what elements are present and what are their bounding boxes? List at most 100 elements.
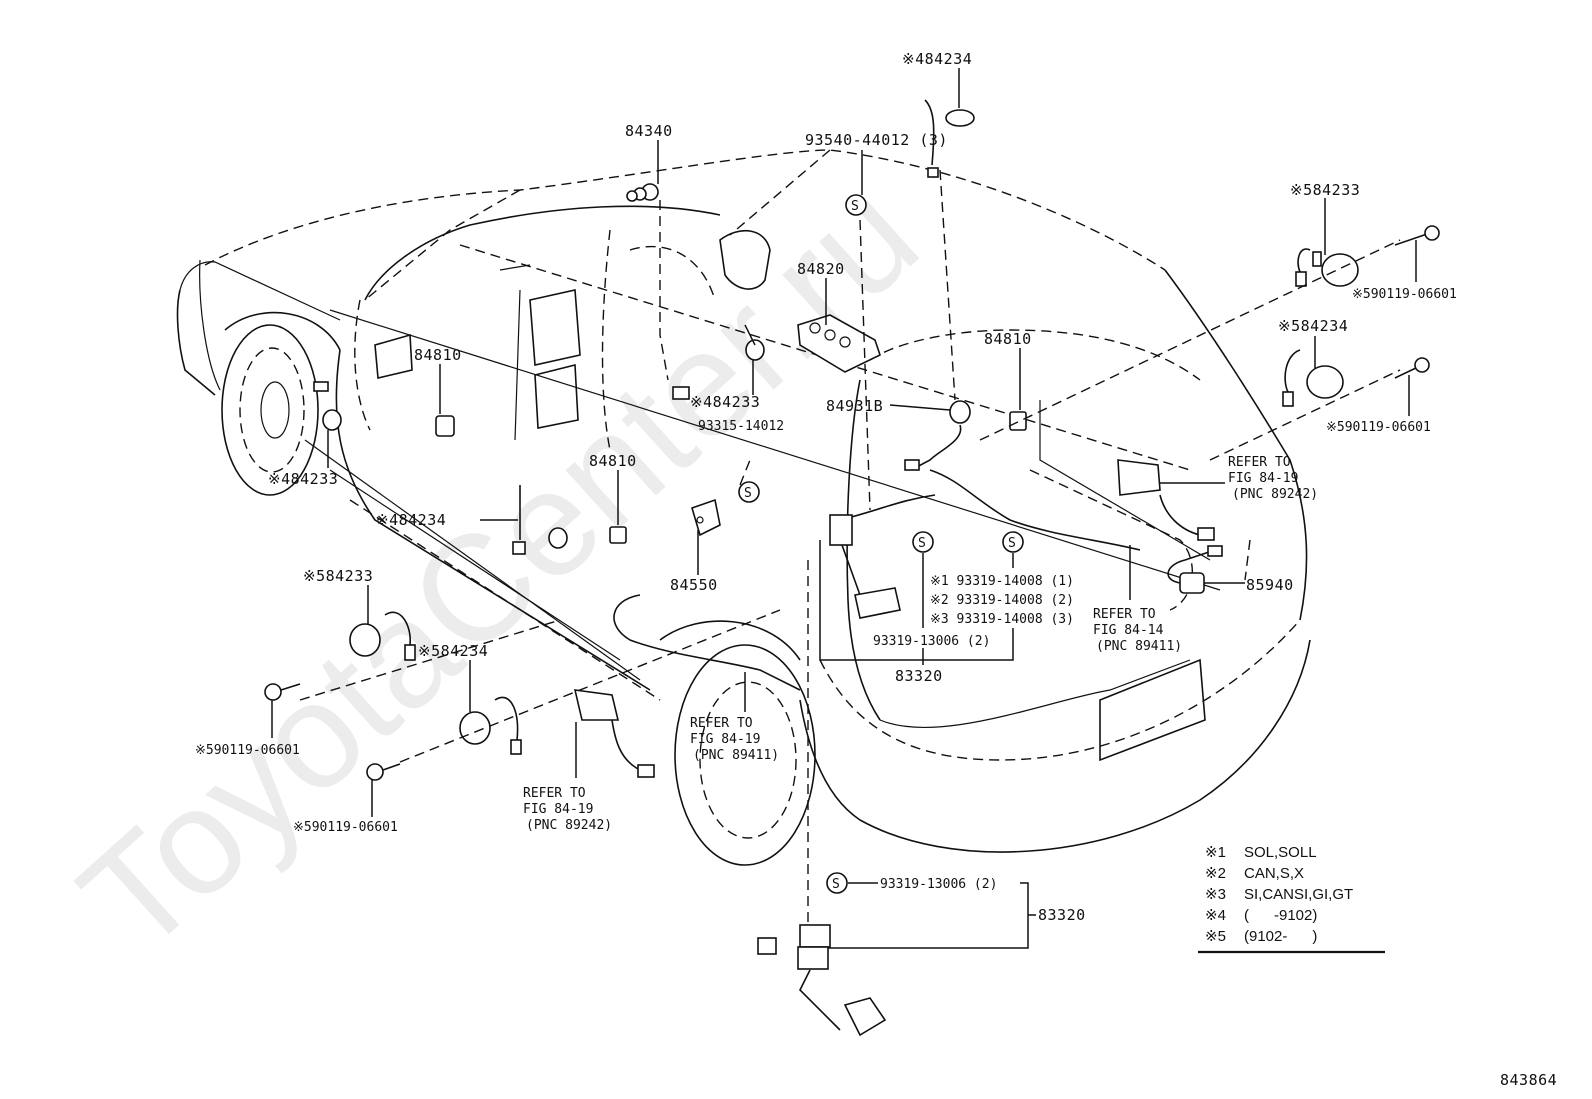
svg-text:(PNC 89411): (PNC 89411) <box>1096 639 1182 654</box>
part-83320-bottom-icon <box>757 924 887 1037</box>
svg-text:※2: ※2 <box>1205 865 1226 882</box>
part-84550-icon <box>691 498 721 537</box>
svg-text:REFER TO: REFER TO <box>523 786 586 801</box>
label-590119-right-1[interactable]: ※590119-06601 <box>1352 287 1457 302</box>
assembly-guide-lines <box>299 169 1401 925</box>
svg-text:S: S <box>832 877 840 892</box>
svg-text:FIG 84-19: FIG 84-19 <box>1228 471 1298 486</box>
svg-text:S: S <box>744 486 752 501</box>
label-484233-left[interactable]: ※484233 <box>268 470 338 488</box>
svg-text:(PNC 89242): (PNC 89242) <box>1232 487 1318 502</box>
label-484233-dash[interactable]: ※484233 <box>690 393 760 411</box>
label-screw-s1[interactable]: ※1 93319-14008 (1) <box>930 574 1074 589</box>
label-590119-right-2[interactable]: ※590119-06601 <box>1326 420 1431 435</box>
svg-text:REFER TO: REFER TO <box>1228 455 1291 470</box>
part-84810-left-icon <box>435 415 455 437</box>
svg-text:※5: ※5 <box>1205 928 1226 945</box>
svg-text:REFER TO: REFER TO <box>1093 607 1156 622</box>
part-484233-dash-icon <box>672 339 765 400</box>
svg-text:( -9102): ( -9102) <box>1244 907 1317 924</box>
part-584234-left-icon <box>366 696 522 781</box>
reference-notes: REFER TO FIG 84-19 (PNC 89242) REFER TO … <box>523 455 1318 833</box>
svg-text:CAN,S,X: CAN,S,X <box>1244 865 1304 882</box>
label-84340[interactable]: 84340 <box>625 122 673 140</box>
legend-item: ※1 SOL,SOLL <box>1205 844 1317 861</box>
label-93319-13006-mid[interactable]: 93319-13006 (2) <box>873 634 990 649</box>
part-84931B-icon <box>904 400 971 471</box>
part-84340-icon <box>626 183 659 202</box>
part-glyphs <box>264 99 1440 1037</box>
legend: ※1 SOL,SOLL ※2 CAN,S,X ※3 SI,CANSI,GI,GT ※4… <box>1205 844 1353 945</box>
label-93319-13006-bottom[interactable]: 93319-13006 (2) <box>880 877 997 892</box>
svg-text:(PNC 89242): (PNC 89242) <box>526 818 612 833</box>
svg-text:※3: ※3 <box>1205 886 1226 903</box>
label-484234-top[interactable]: ※484234 <box>902 50 972 68</box>
svg-text:FIG 84-19: FIG 84-19 <box>523 802 593 817</box>
svg-text:SOL,SOLL: SOL,SOLL <box>1244 844 1317 861</box>
wire-harness <box>929 469 1141 551</box>
svg-text:FIG 84-19: FIG 84-19 <box>690 732 760 747</box>
svg-text:(PNC 89411): (PNC 89411) <box>693 748 779 763</box>
leader-lines <box>271 68 1417 954</box>
label-590119-left-2[interactable]: ※590119-06601 <box>293 820 398 835</box>
part-484233-left-icon <box>313 381 342 431</box>
label-84810-left[interactable]: 84810 <box>414 346 462 364</box>
reference-note-right[interactable]: REFER TO FIG 84-19 (PNC 89242) <box>1228 455 1318 502</box>
part-module-right-icon <box>1117 459 1215 541</box>
wire-rear-left <box>613 594 801 691</box>
s-marker-mid: S <box>912 531 934 553</box>
legend-item: ※5 (9102- ) <box>1205 928 1317 945</box>
label-590119-left-1[interactable]: ※590119-06601 <box>195 743 300 758</box>
label-93540-44012[interactable]: 93540-44012 (3) <box>805 131 948 149</box>
label-screw-s3[interactable]: ※3 93319-14008 (3) <box>930 612 1074 627</box>
label-84810-mid[interactable]: 84810 <box>589 452 637 470</box>
label-484234-left[interactable]: ※484234 <box>376 511 446 529</box>
label-84810-right[interactable]: 84810 <box>984 330 1032 348</box>
car-body-outline <box>176 149 1311 866</box>
label-584234-right[interactable]: ※584234 <box>1278 317 1348 335</box>
part-module-left-icon <box>573 689 655 778</box>
legend-item: ※3 SI,CANSI,GI,GT <box>1205 886 1353 903</box>
s-marker-bottom: S <box>826 872 848 894</box>
label-84820[interactable]: 84820 <box>797 260 845 278</box>
svg-text:S: S <box>1008 536 1016 551</box>
part-85940-icon <box>1167 545 1223 594</box>
part-484234-left-icon <box>512 485 568 555</box>
svg-text:S: S <box>918 536 926 551</box>
svg-text:※4: ※4 <box>1205 907 1226 924</box>
s-marker-right: S <box>1002 531 1024 553</box>
svg-text:SI,CANSI,GI,GT: SI,CANSI,GI,GT <box>1244 886 1353 903</box>
reference-note-center-right[interactable]: REFER TO FIG 84-14 (PNC 89411) <box>1093 607 1182 654</box>
part-84810-right-icon <box>1009 411 1027 431</box>
label-84931B[interactable]: 84931B <box>826 397 883 415</box>
legend-item: ※2 CAN,S,X <box>1205 865 1304 882</box>
svg-text:REFER TO: REFER TO <box>690 716 753 731</box>
label-83320-mid[interactable]: 83320 <box>895 667 943 685</box>
part-84820-icon <box>797 314 881 373</box>
svg-text:FIG 84-14: FIG 84-14 <box>1093 623 1164 638</box>
figure-number: 843864 <box>1500 1071 1557 1089</box>
reference-note-left[interactable]: REFER TO FIG 84-19 (PNC 89242) <box>523 786 612 833</box>
label-85940[interactable]: 85940 <box>1246 576 1294 594</box>
wire-ground <box>839 494 936 521</box>
svg-text:(9102- ): (9102- ) <box>1244 928 1317 945</box>
label-screw-s2[interactable]: ※2 93319-14008 (2) <box>930 593 1074 608</box>
label-584234-left[interactable]: ※584234 <box>418 642 488 660</box>
screw-markers: S S S S S <box>738 194 1024 894</box>
part-584234-right-icon <box>1282 349 1430 407</box>
label-84550[interactable]: 84550 <box>670 576 718 594</box>
part-84810-mid-icon <box>609 526 627 544</box>
part-labels: 84340 93540-44012 (3) ※484234 ※584233 ※5… <box>195 50 1457 924</box>
svg-text:※1: ※1 <box>1205 844 1226 861</box>
legend-item: ※4 ( -9102) <box>1205 907 1317 924</box>
s-marker-dash: S <box>738 481 760 503</box>
label-584233-left[interactable]: ※584233 <box>303 567 373 585</box>
part-584233-right-icon <box>1295 225 1440 287</box>
label-584233-right[interactable]: ※584233 <box>1290 181 1360 199</box>
svg-text:S: S <box>851 199 859 214</box>
reference-note-center[interactable]: REFER TO FIG 84-19 (PNC 89411) <box>690 716 779 763</box>
label-93315-14012[interactable]: 93315-14012 <box>698 419 784 434</box>
label-83320-bottom[interactable]: 83320 <box>1038 906 1086 924</box>
part-584233-left-icon <box>264 611 416 701</box>
